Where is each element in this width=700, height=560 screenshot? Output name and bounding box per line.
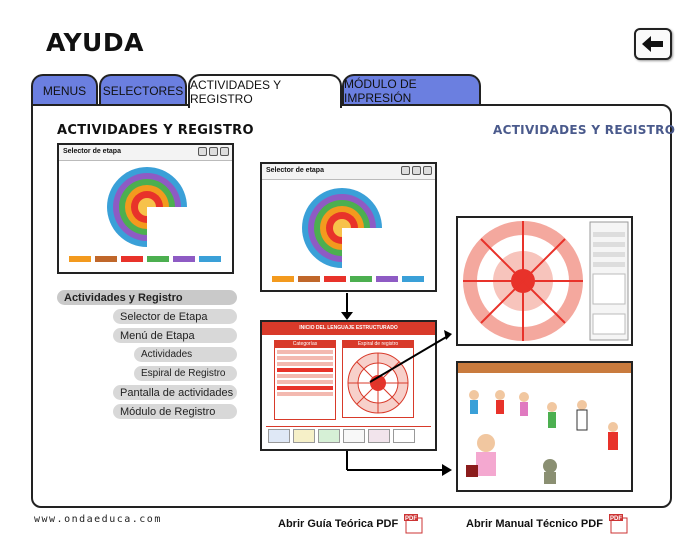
pdf-icon: PDF bbox=[608, 514, 631, 534]
back-button[interactable] bbox=[634, 28, 672, 60]
user-icon bbox=[209, 147, 218, 156]
nav-modulo-registro[interactable]: Módulo de Registro bbox=[113, 404, 237, 419]
help-icon bbox=[423, 166, 432, 175]
nav-menu-etapa[interactable]: Menú de Etapa bbox=[113, 328, 237, 343]
app-title: AYUDA bbox=[46, 28, 144, 57]
nav-pantalla-actividades[interactable]: Pantalla de actividades bbox=[113, 385, 237, 400]
spiral-diagram bbox=[69, 167, 221, 262]
help-icon bbox=[220, 147, 229, 156]
screenshot-menu-etapa: INICIO DEL LENGUAJE ESTRUCTURADO Categor… bbox=[260, 320, 437, 451]
footer-site[interactable]: www.ondaeduca.com bbox=[34, 514, 162, 525]
nav-selector-etapa[interactable]: Selector de Etapa bbox=[113, 309, 237, 324]
pdf-theory-link[interactable]: Abrir Guía Teórica PDF PDF bbox=[278, 514, 426, 534]
pdf-manual-link[interactable]: Abrir Manual Técnico PDF PDF bbox=[466, 514, 631, 534]
home-icon bbox=[401, 166, 410, 175]
pdf-manual-label: Abrir Manual Técnico PDF bbox=[466, 518, 603, 530]
nav-actividades[interactable]: Actividades bbox=[134, 347, 237, 362]
nav-espiral-registro[interactable]: Espiral de Registro bbox=[134, 366, 237, 381]
section-title: ACTIVIDADES Y REGISTRO bbox=[57, 123, 254, 138]
home-icon bbox=[198, 147, 207, 156]
arrow-left-icon bbox=[642, 36, 663, 52]
screenshot-title: Selector de etapa bbox=[266, 167, 324, 174]
pdf-icon: PDF bbox=[404, 514, 426, 534]
menu-right-title: Espiral de registro bbox=[343, 341, 413, 348]
nav-actividades-registro[interactable]: Actividades y Registro bbox=[57, 290, 237, 305]
pdf-theory-label: Abrir Guía Teórica PDF bbox=[278, 518, 399, 530]
user-icon bbox=[412, 166, 421, 175]
tab-menus[interactable]: MENUS bbox=[31, 74, 98, 106]
tab-selectores[interactable]: SELECTORES bbox=[99, 74, 187, 106]
screenshot-title: Selector de etapa bbox=[63, 148, 121, 155]
spiral-diagram bbox=[272, 188, 424, 282]
menu-header: INICIO DEL LENGUAJE ESTRUCTURADO bbox=[262, 322, 435, 335]
svg-text:PDF: PDF bbox=[610, 516, 622, 522]
characters-illustration bbox=[466, 390, 618, 484]
screenshot-pantalla-actividades bbox=[456, 361, 633, 492]
screenshot-selector-etapa-small: Selector de etapa bbox=[57, 143, 234, 274]
menu-left-title: Categorías bbox=[275, 341, 335, 348]
screenshot-espiral-registro bbox=[456, 216, 633, 346]
tab-actividades-registro[interactable]: ACTIVIDADES Y REGISTRO bbox=[188, 74, 342, 108]
section-title-right: ACTIVIDADES Y REGISTRO bbox=[493, 123, 676, 137]
screenshot-selector-etapa: Selector de etapa bbox=[260, 162, 437, 292]
wheel-diagram bbox=[463, 221, 629, 341]
tab-modulo-impresion[interactable]: MÓDULO DE IMPRESIÓN bbox=[342, 74, 481, 106]
svg-text:PDF: PDF bbox=[405, 516, 417, 522]
